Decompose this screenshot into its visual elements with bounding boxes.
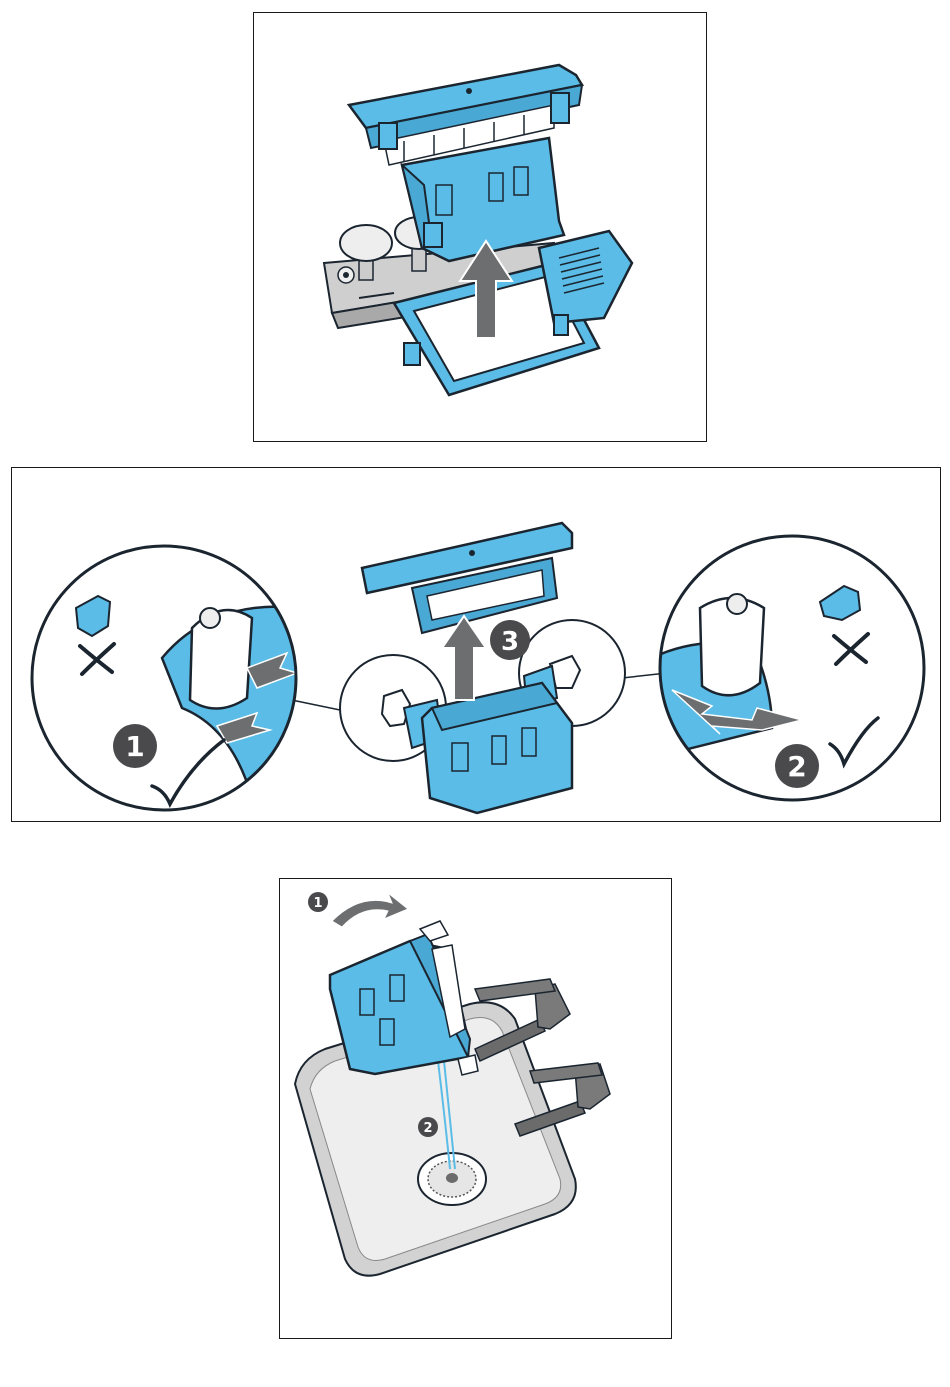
lift-tray-illustration: [254, 13, 705, 440]
svg-text:3: 3: [501, 627, 519, 657]
svg-text:2: 2: [787, 750, 806, 783]
step-badge-1: 1: [113, 724, 157, 768]
filter-tray-lid: [362, 523, 572, 633]
cross-icon: [80, 644, 114, 674]
detail-circle-left: 1: [32, 546, 312, 810]
step-badge-2: 2: [775, 744, 819, 788]
drain: [418, 1153, 486, 1205]
arrow-up-icon: [442, 616, 486, 700]
step-badge-3: 3: [490, 620, 530, 660]
check-icon: [152, 740, 224, 804]
small-clip-icon-left: [76, 596, 110, 636]
illustration-panel-rinse-in-sink: 1 2: [279, 878, 672, 1339]
illustration-panel-lift-filter-tray: [253, 12, 707, 442]
rinse-sink-illustration: 1 2: [280, 879, 670, 1337]
svg-text:1: 1: [313, 896, 322, 911]
illustration-panel-release-clips: 1: [11, 467, 941, 822]
cross-icon: [834, 634, 868, 664]
release-clips-illustration: 1: [12, 468, 939, 820]
detail-circle-right: 2: [652, 536, 924, 800]
small-clip-icon-right: [820, 586, 860, 620]
check-icon: [830, 718, 878, 764]
step-badge-2: 2: [418, 1117, 438, 1137]
svg-text:1: 1: [125, 730, 144, 763]
step-badge-1: 1: [308, 892, 328, 912]
filter-box-rinsing: [330, 921, 478, 1075]
svg-text:2: 2: [423, 1121, 432, 1136]
rotate-arrow-icon: [332, 893, 408, 927]
